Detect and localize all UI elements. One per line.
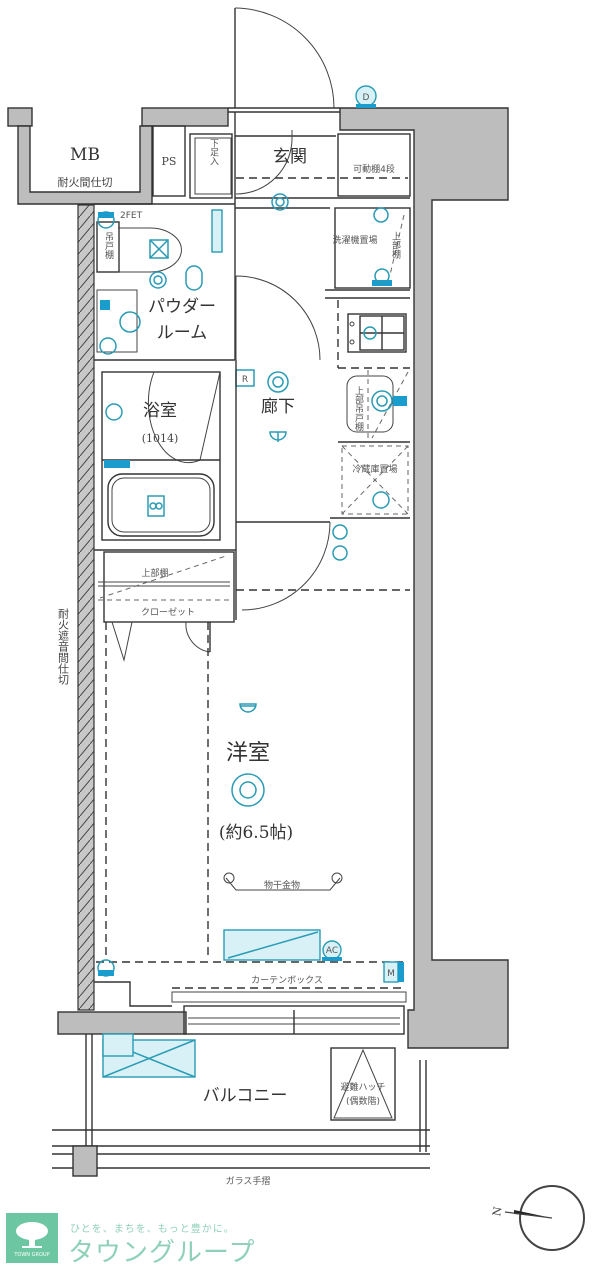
balcony-window <box>183 1005 405 1035</box>
logo-text: TOWN GROUP <box>14 1252 50 1258</box>
svg-text:D: D <box>363 93 370 103</box>
svg-text:廊下: 廊下 <box>261 397 295 417</box>
svg-text:可動棚4段: 可動棚4段 <box>353 163 395 175</box>
svg-text:物干金物: 物干金物 <box>264 879 300 891</box>
svg-text:避難ハッチ: 避難ハッチ <box>340 1081 385 1093</box>
svg-text:洗濯機置場: 洗濯機置場 <box>332 234 377 246</box>
company-logo <box>6 1213 58 1263</box>
powder-room: 吊戸棚 2FET パウダー ルーム <box>94 203 321 361</box>
company-tagline: ひとを、まちを、もっと豊かに。 <box>70 1224 235 1235</box>
svg-text:上部吊戸棚: 上部吊戸棚 <box>353 386 364 432</box>
shoe-box: 下足入 <box>189 133 233 199</box>
fireproof-partition-label: 耐火遮音間仕切 <box>57 608 70 685</box>
svg-text:洋室: 洋室 <box>226 741 270 766</box>
svg-text:2FET: 2FET <box>120 211 143 221</box>
doorbell-icon: D <box>355 85 377 108</box>
closet: 上部棚 クローゼット <box>98 551 235 662</box>
compass-icon: N <box>490 1185 585 1251</box>
svg-text:(1014): (1014) <box>142 432 179 445</box>
svg-text:(約6.5帖): (約6.5帖) <box>219 823 293 843</box>
svg-text:AC: AC <box>326 946 338 956</box>
svg-text:吊戸棚: 吊戸棚 <box>103 232 114 260</box>
mb-room: MB 耐火間仕切 <box>58 145 113 189</box>
front-door <box>228 7 340 113</box>
washer-space: 洗濯機置場 上部棚 <box>325 207 411 299</box>
movable-shelf: 可動棚4段 <box>337 133 411 197</box>
svg-text:M: M <box>387 969 395 979</box>
svg-text:冷蔵庫置場: 冷蔵庫置場 <box>352 463 397 475</box>
svg-text:下足入: 下足入 <box>208 139 219 166</box>
entrance: 玄関 <box>234 112 410 360</box>
kitchen: 上部吊戸棚 <box>337 300 410 443</box>
balcony: バルコニー 避難ハッチ (偶数階) ガラス手摺 <box>52 1033 430 1187</box>
svg-text:MB: MB <box>70 145 100 165</box>
svg-text:カーテンボックス: カーテンボックス <box>251 975 323 986</box>
exterior-walls <box>7 107 509 1049</box>
svg-text:耐火遮音間仕切: 耐火遮音間仕切 <box>57 608 70 685</box>
svg-text:(偶数階): (偶数階) <box>346 1095 380 1107</box>
company-name: タウングループ <box>68 1238 256 1268</box>
svg-text:バルコニー: バルコニー <box>203 1086 288 1106</box>
bathroom: 浴室 (1014) <box>94 371 236 551</box>
svg-text:玄関: 玄関 <box>273 147 307 167</box>
fridge-space: 冷蔵庫置場 <box>330 445 410 519</box>
svg-text:ルーム: ルーム <box>157 323 208 343</box>
svg-text:上部棚: 上部棚 <box>390 231 401 259</box>
ps-shaft: PS <box>152 125 186 197</box>
tree-icon <box>16 1222 48 1248</box>
hallway: R 廊下 <box>235 360 410 620</box>
svg-text:N: N <box>490 1205 505 1217</box>
svg-text:上部棚: 上部棚 <box>141 567 168 579</box>
western-room: 洋室 (約6.5帖) 物干金物 AC カーテンボックス M <box>94 622 408 1007</box>
svg-text:ガラス手摺: ガラス手摺 <box>226 1175 271 1187</box>
svg-text:クローゼット: クローゼット <box>141 606 195 618</box>
svg-text:耐火間仕切: 耐火間仕切 <box>58 176 113 189</box>
svg-text:パウダー: パウダー <box>148 297 216 317</box>
svg-text:PS: PS <box>162 155 177 168</box>
svg-text:浴室: 浴室 <box>143 401 177 421</box>
svg-text:R: R <box>242 375 248 385</box>
